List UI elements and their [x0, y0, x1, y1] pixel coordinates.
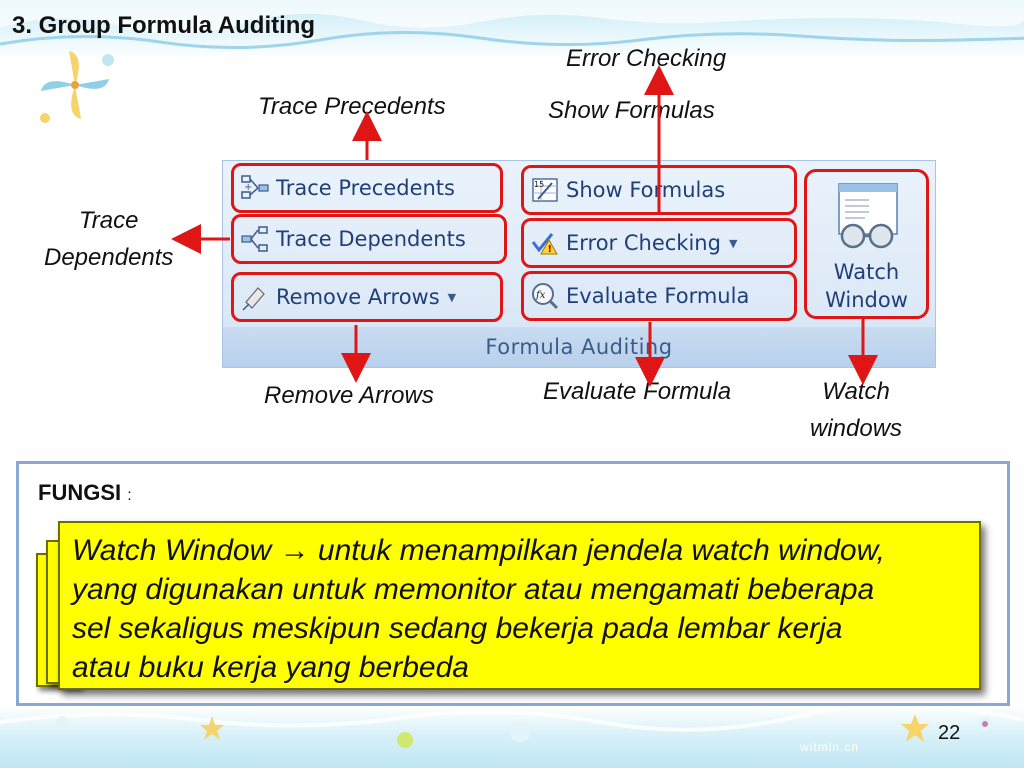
evaluate-formula-icon: fx: [532, 283, 559, 310]
watch-window-icon: [837, 183, 898, 249]
error-checking-dropdown-icon[interactable]: ▼: [728, 236, 738, 250]
fungsi-heading: FUNGSI :: [38, 480, 132, 506]
callout-error-checking: Error Checking: [566, 45, 727, 72]
callout-trace-dependents-line1: Trace: [78, 207, 139, 234]
trace-dependents-button[interactable]: Trace Dependents: [231, 214, 507, 264]
error-checking-icon: !: [531, 233, 558, 255]
remove-arrows-dropdown-icon[interactable]: ▼: [447, 290, 457, 304]
svg-text:15: 15: [534, 180, 544, 189]
watch-window-label-line2: Window: [825, 288, 908, 312]
pinwheel-flower-icon: [40, 51, 114, 123]
callout-watch-windows-line2: windows: [810, 415, 903, 442]
trace-dependents-label: Trace Dependents: [276, 227, 466, 251]
footer-watermark: witmin.cn: [800, 740, 860, 754]
fungsi-label: FUNGSI: [38, 480, 122, 505]
callout-watch-windows: Watch windows: [810, 373, 902, 447]
svg-text:fx: fx: [535, 290, 546, 301]
remove-arrows-button[interactable]: Remove Arrows ▼: [231, 272, 503, 322]
remove-arrows-icon: [242, 287, 265, 311]
callout-watch-windows-line1: Watch: [822, 378, 890, 405]
callout-evaluate-formula: Evaluate Formula: [543, 378, 732, 405]
trace-precedents-icon: +: [241, 175, 269, 199]
svg-text:+: +: [244, 182, 252, 193]
error-checking-button[interactable]: ! Error Checking ▼: [521, 218, 797, 268]
fungsi-colon: :: [127, 487, 132, 504]
remove-arrows-label: Remove Arrows: [276, 285, 440, 309]
show-formulas-label: Show Formulas: [566, 178, 726, 202]
callout-show-formulas: Show Formulas: [548, 97, 715, 124]
watch-window-label-line1: Watch: [833, 260, 900, 284]
callout-trace-dependents: Trace Dependents: [44, 202, 173, 276]
fungsi-note-card: Watch Window → untuk menampilkan jendela…: [58, 521, 981, 690]
error-checking-label: Error Checking: [566, 231, 721, 255]
slide-title: 3. Group Formula Auditing: [12, 12, 316, 39]
evaluate-formula-label: Evaluate Formula: [566, 284, 750, 308]
bottom-decoration-icons: [0, 702, 1024, 748]
callout-trace-precedents: Trace Precedents: [258, 93, 446, 120]
formula-auditing-ribbon-group: + Trace Precedents Trace Dependents Remo…: [222, 160, 936, 368]
trace-dependents-icon: [241, 226, 268, 252]
show-formulas-button[interactable]: 15 Show Formulas: [521, 165, 797, 215]
fungsi-text-line2: yang digunakan untuk memonitor atau meng…: [72, 573, 875, 606]
fungsi-text-line3: sel sekaligus meskipun sedang bekerja pa…: [72, 612, 843, 645]
watch-window-button[interactable]: Watch Window: [804, 169, 929, 319]
evaluate-formula-button[interactable]: fx Evaluate Formula: [521, 271, 797, 321]
ribbon-group-label: Formula Auditing: [223, 327, 935, 367]
fungsi-text-line1: Watch Window → untuk menampilkan jendela…: [72, 534, 885, 567]
trace-precedents-label: Trace Precedents: [276, 176, 455, 200]
callout-remove-arrows: Remove Arrows: [264, 382, 434, 409]
show-formulas-icon: 15: [532, 178, 558, 202]
svg-text:!: !: [548, 244, 553, 255]
callout-trace-dependents-line2: Dependents: [44, 244, 174, 271]
trace-precedents-button[interactable]: + Trace Precedents: [231, 163, 503, 213]
top-wave-decoration: [0, 0, 1024, 50]
fungsi-text-line4: atau buku kerja yang berbeda: [72, 651, 469, 684]
page-number: 22: [938, 722, 961, 744]
